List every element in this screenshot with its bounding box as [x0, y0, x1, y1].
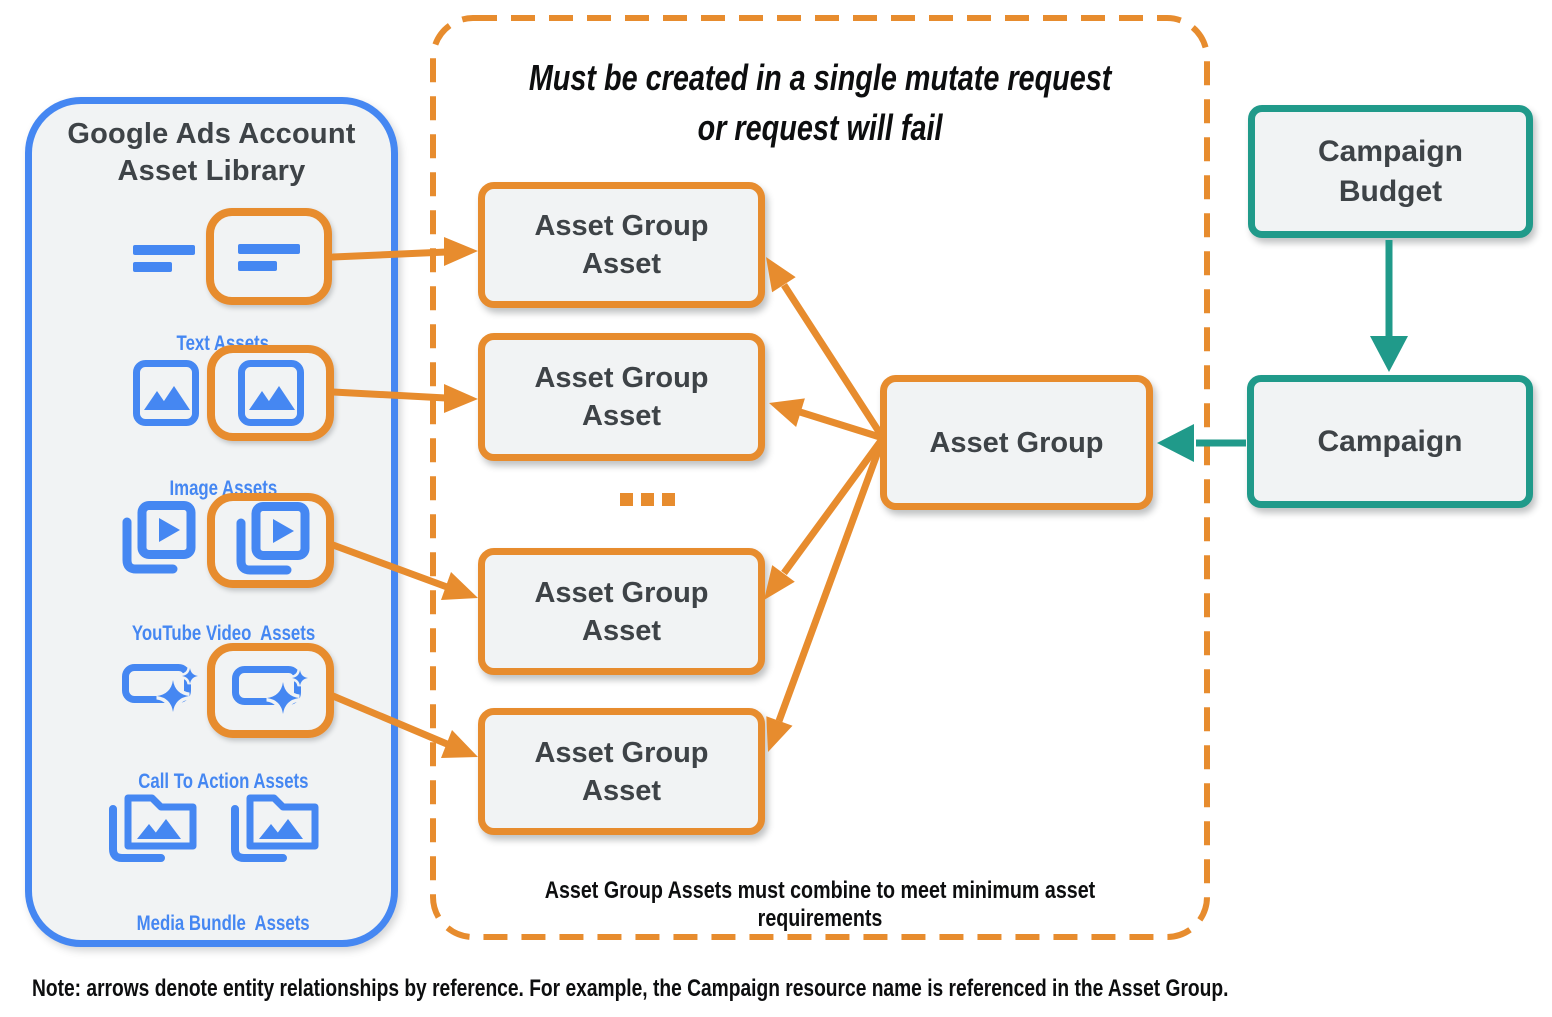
ellipsis-dots [560, 493, 734, 506]
asset-group-asset-label: Asset Group [534, 362, 709, 394]
text-assets-icon [133, 245, 195, 272]
asset-library-title: Google Ads Account Asset Library [25, 116, 398, 190]
campaign-budget-label: Budget [1338, 174, 1443, 208]
ellipsis-dot [640, 493, 654, 506]
page-note: Note: arrows denote entity relationships… [32, 975, 1229, 1002]
mutate-request-title: Must be created in a single mutate reque… [430, 53, 1210, 153]
ellipsis-dot [619, 493, 633, 506]
image-assets-icon [133, 360, 199, 426]
asset-group-label: Asset Group [929, 426, 1104, 459]
campaign-budget-label: Campaign [1317, 134, 1464, 168]
asset-group-box: Asset Group [880, 375, 1153, 510]
media-bundle-assets-icon [109, 794, 197, 862]
asset-group-asset-label: Asset [582, 614, 661, 647]
ellipsis-dot [661, 493, 675, 506]
asset-group-asset-label: Asset Group [534, 736, 709, 769]
media-bundle-assets-icon [231, 794, 319, 862]
campaign-label: Campaign [1317, 424, 1463, 458]
asset-library-title-line1: Google Ads Account [67, 118, 356, 150]
asset-group-asset-label: Asset Group [534, 576, 709, 609]
image-assets-icon [237, 360, 304, 426]
call-to-action-assets-icon [122, 664, 199, 713]
mutate-request-title-line2: or request will fail [697, 107, 943, 148]
asset-group-asset-label: Asset [582, 400, 661, 432]
youtube-video-assets-icon [122, 501, 196, 574]
asset-group-asset-label: Asset Group [534, 210, 709, 242]
media-bundle-assets-label: Media Bundle Assets [136, 912, 310, 935]
text-asset-selected-wrapper [206, 208, 332, 305]
youtube-video-assets-icon [236, 501, 310, 574]
mutate-request-title-line1: Must be created in a single mutate reque… [528, 57, 1112, 98]
call-to-action-assets-label: Call To Action Assets [138, 770, 309, 793]
youtube-video-assets-label: YouTube Video Assets [131, 622, 315, 645]
asset-group-asset-label: Asset [582, 774, 661, 807]
image-asset-selected-wrapper [207, 345, 334, 441]
asset-group-asset-box-4: Asset Group Asset [478, 708, 765, 835]
asset-group-asset-box-3: Asset Group Asset [478, 548, 765, 675]
youtube-video-asset-selected-wrapper [207, 493, 334, 588]
asset-group-asset-box-1: Asset Group Asset [478, 182, 765, 308]
call-to-action-assets-icon [231, 665, 308, 715]
call-to-action-asset-selected-wrapper [207, 643, 334, 738]
campaign-box: Campaign [1247, 375, 1533, 508]
asset-group-asset-box-2: Asset Group Asset [478, 333, 765, 461]
arrow-campaign-budget-to-campaign [1370, 240, 1408, 372]
asset-library-title-line2: Asset Library [117, 155, 306, 187]
mutate-footnote: Asset Group Assets must combine to meet … [544, 877, 1096, 932]
asset-group-asset-label: Asset [582, 248, 661, 280]
campaign-budget-box: Campaign Budget [1248, 105, 1533, 238]
text-assets-icon [238, 243, 300, 271]
